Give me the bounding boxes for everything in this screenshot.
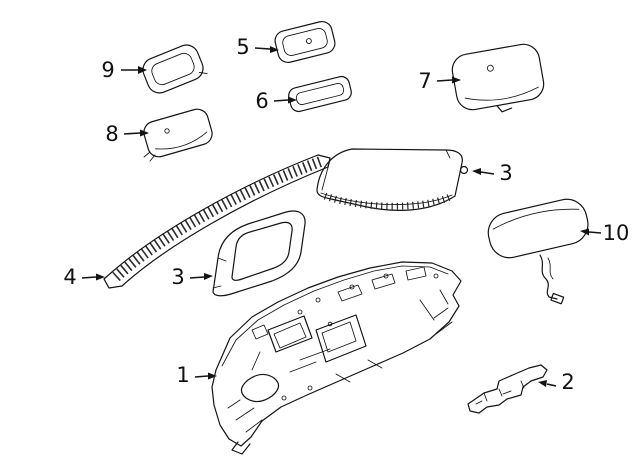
part-5-cover-drawing [274,20,336,64]
part-9-cover-drawing [142,44,208,94]
part-3-upper-panel-drawing [316,148,469,211]
callout-arrow-2 [546,383,557,387]
callout-3-right: 3 [472,161,513,185]
callout-7: 7 [418,69,461,93]
part-3-cluster-hood-drawing [212,210,306,297]
callout-10: 10 [580,221,629,245]
callout-label-3-right: 3 [499,161,512,185]
part-10-airbag-drawing [487,198,589,305]
callout-label-7: 7 [418,69,431,93]
part-1-instrument-panel-drawing [211,261,462,455]
callout-arrow-3-left [189,276,205,279]
callout-8: 8 [105,122,149,146]
callout-label-3-left: 3 [171,265,184,289]
callout-label-5: 5 [236,35,249,59]
callout-9: 9 [101,58,147,82]
callout-arrow-4 [81,276,97,279]
callout-5: 5 [236,35,279,59]
callout-label-1: 1 [176,363,189,387]
callout-3-left: 3 [171,265,213,289]
part-7-cover-drawing [451,43,545,113]
callout-2: 2 [538,370,575,394]
callout-1: 1 [176,363,217,387]
part-4-grille-strip-drawing [103,154,331,289]
callout-label-8: 8 [105,122,118,146]
callout-label-10: 10 [603,221,630,245]
callout-arrow-5 [254,47,271,50]
callout-arrow-3-right [480,171,495,175]
callout-arrow-6 [273,99,289,102]
callout-6: 6 [255,89,297,113]
callout-label-2: 2 [561,370,574,394]
callout-label-4: 4 [63,265,76,289]
callout-arrow-8 [123,132,141,135]
callout-arrow-10 [588,231,602,234]
callout-4: 4 [63,265,105,289]
callout-label-9: 9 [101,58,114,82]
part-6-strip-drawing [288,75,352,113]
callout-arrow-1 [194,375,209,378]
callout-arrow-7 [436,79,453,82]
part-2-bracket-drawing [467,364,548,414]
part-8-cover-drawing [143,108,213,162]
callout-label-6: 6 [255,89,268,113]
